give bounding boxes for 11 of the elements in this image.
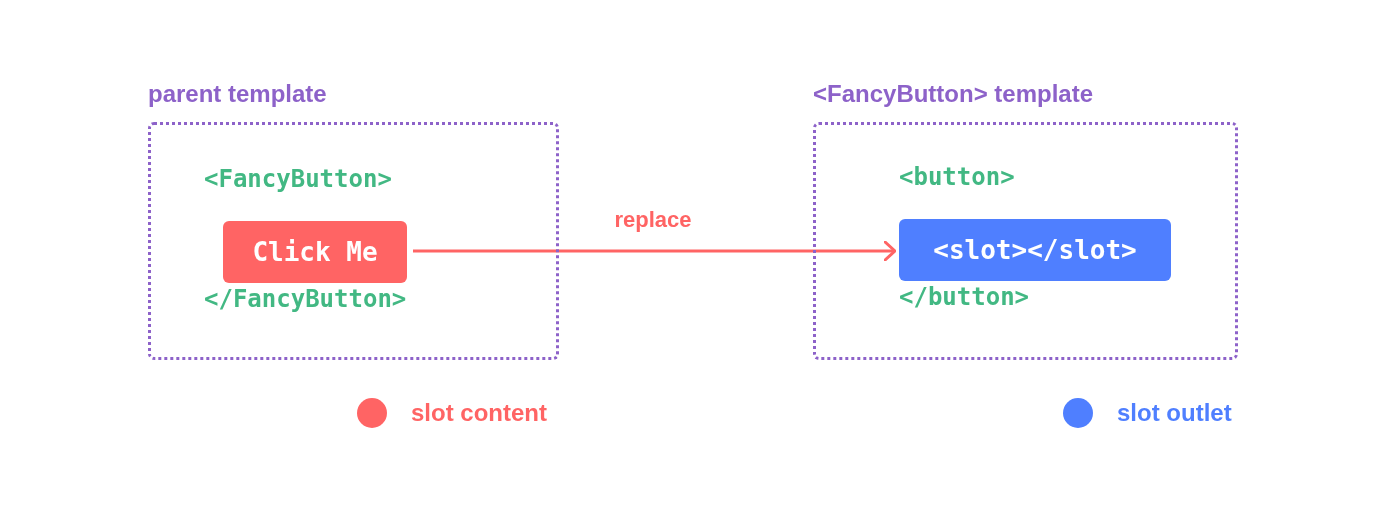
code-tag: <button>: [899, 163, 1015, 191]
panel-heading: <FancyButton> template: [813, 80, 1094, 108]
legend-text: slot content: [411, 399, 547, 427]
code-tag: </button>: [899, 283, 1030, 311]
code-tag: <FancyButton>: [204, 165, 392, 193]
code-tag: </FancyButton>: [204, 285, 407, 313]
code-block: <slot></slot>: [899, 219, 1171, 281]
arrow: [413, 240, 897, 262]
panel-heading: parent template: [148, 80, 327, 108]
code-block: Click Me: [223, 221, 407, 283]
legend-text: slot outlet: [1117, 399, 1232, 427]
